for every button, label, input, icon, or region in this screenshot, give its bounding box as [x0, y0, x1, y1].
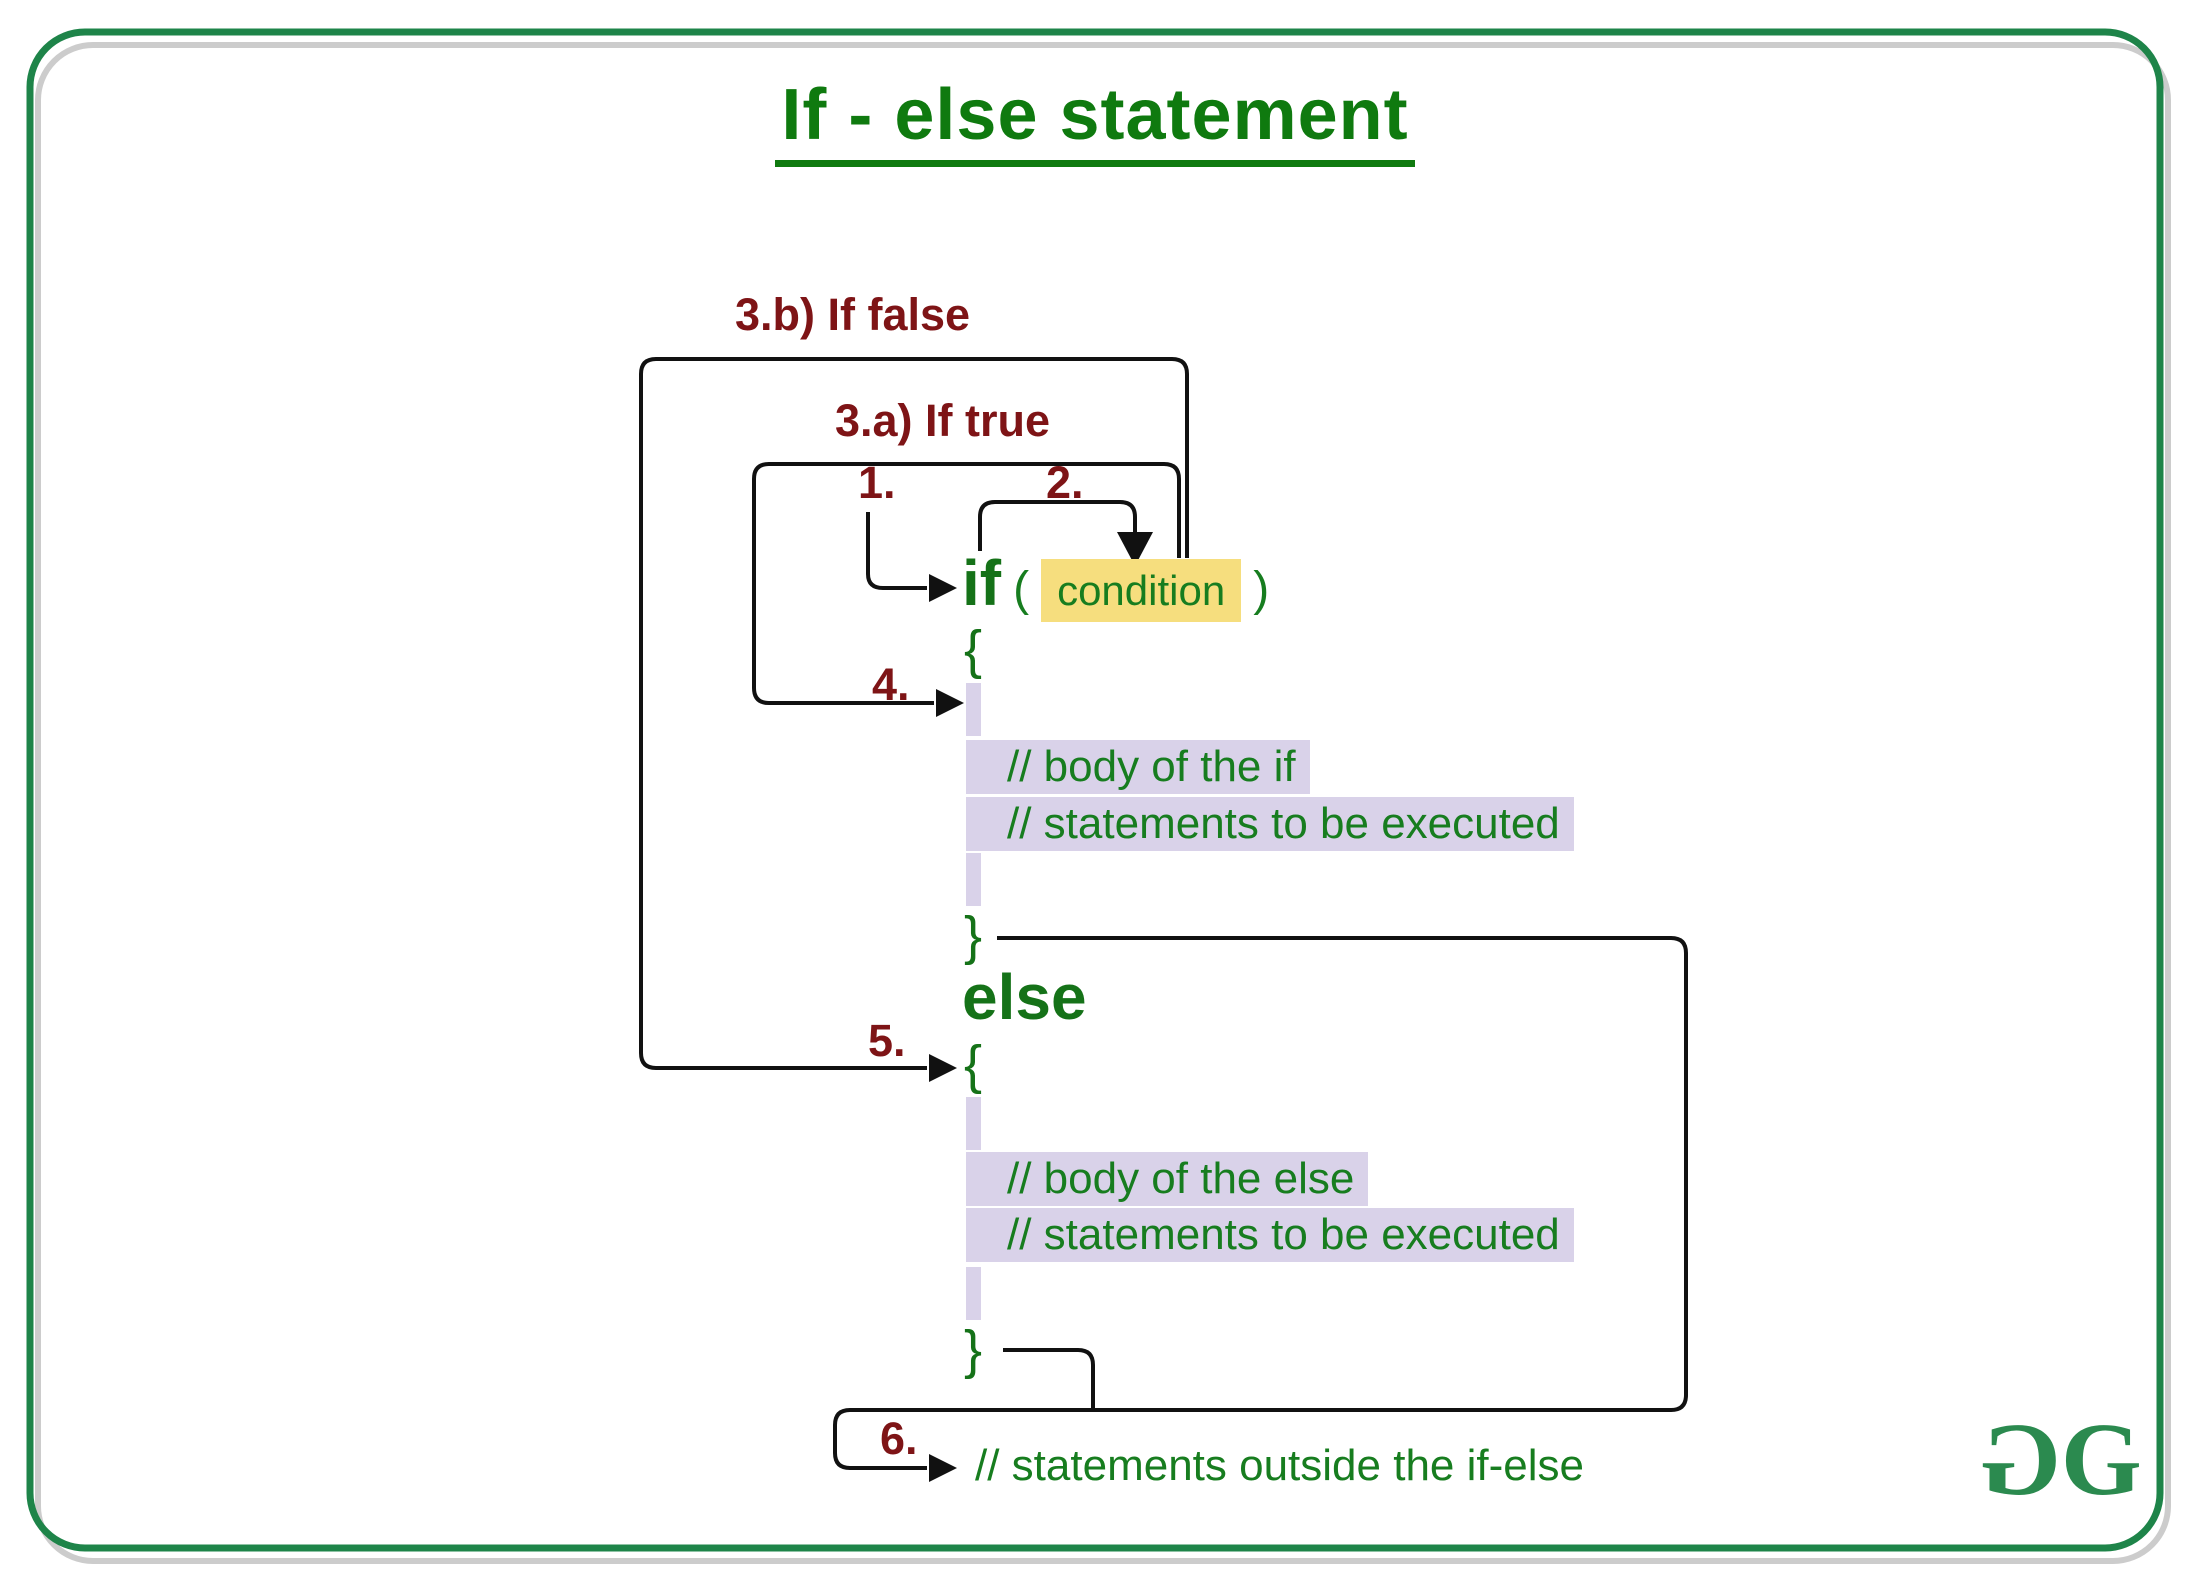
flow-path-if-false	[639, 357, 1189, 1070]
cursor-bar	[966, 683, 981, 736]
label-step6: 6.	[880, 1413, 918, 1464]
flow-path-if-true	[752, 462, 1181, 705]
code-line-if-condition: if ( condition )	[962, 547, 1281, 622]
arrowhead-step1-icon	[929, 574, 957, 602]
outer-border-shadow	[35, 42, 2171, 1564]
if-body-comment-2: // statements to be executed	[966, 797, 1574, 851]
title-wrap: If - else statement	[0, 74, 2190, 167]
label-step5: 5.	[868, 1015, 906, 1066]
logo-g: G	[2060, 1402, 2142, 1517]
else-body-comment-2: // statements to be executed	[966, 1208, 1574, 1262]
condition-highlight: condition	[1041, 559, 1242, 622]
label-if-true: 3.a) If true	[835, 395, 1051, 446]
arrowhead-step5-icon	[929, 1054, 957, 1082]
flow-path-step2	[978, 500, 1137, 551]
else-body-comment-1: // body of the else	[966, 1152, 1369, 1206]
else-keyword: else	[962, 961, 1087, 1033]
label-step4: 4.	[872, 659, 910, 710]
logo-mirrored-g: G	[1986, 1402, 2061, 1517]
outside-comment: // statements outside the if-else	[975, 1441, 1584, 1490]
arrowhead-condition-icon	[1117, 532, 1153, 566]
else-close-brace: }	[964, 1320, 983, 1380]
cursor-bar	[966, 1267, 981, 1320]
if-open-brace: {	[964, 620, 983, 680]
cursor-bar	[966, 853, 981, 906]
arrowhead-step6-icon	[929, 1454, 957, 1482]
flow-path-else-close-connector	[1003, 1348, 1095, 1410]
flow-path-step1	[866, 512, 927, 590]
label-step2: 2.	[1046, 457, 1084, 508]
close-paren: )	[1253, 563, 1270, 616]
flow-path-if-close-to-outside	[833, 936, 1688, 1470]
geeksforgeeks-logo: GG	[1986, 1400, 2142, 1519]
if-keyword: if	[962, 547, 1002, 619]
label-step1: 1.	[858, 457, 896, 508]
if-close-brace: }	[964, 906, 983, 966]
outer-border-green	[26, 28, 2164, 1552]
if-body-comment-1: // body of the if	[966, 740, 1310, 794]
arrowhead-step4-icon	[936, 689, 964, 717]
label-if-false: 3.b) If false	[735, 289, 971, 340]
open-paren: (	[1013, 563, 1030, 616]
cursor-bar	[966, 1097, 981, 1150]
page-title: If - else statement	[775, 74, 1415, 167]
else-open-brace: {	[964, 1035, 983, 1095]
